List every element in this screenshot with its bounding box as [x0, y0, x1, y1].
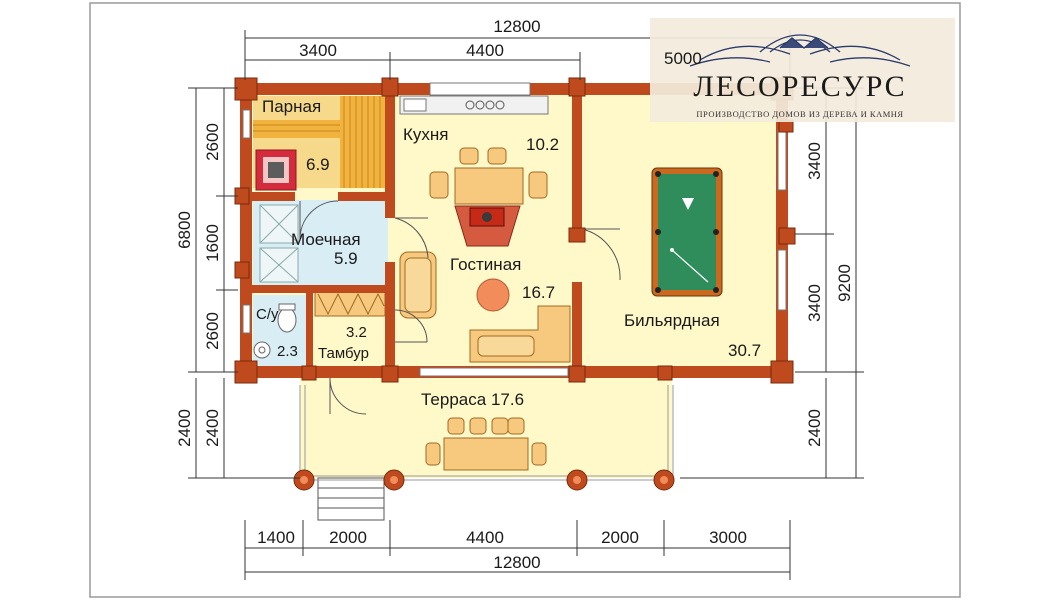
room-gostinaya-area: 16.7 [522, 283, 555, 302]
dim-left-1: 2600 [203, 123, 222, 161]
dim-top-total: 12800 [493, 17, 540, 36]
dim-left-terrace-inner: 2400 [203, 409, 222, 447]
logo-tagline: ПРОИЗВОДСТВО ДОМОВ ИЗ ДЕРЕВА И КАМНЯ [696, 109, 903, 119]
corner-sofa-icon [469, 305, 571, 363]
dim-right-total: 9200 [835, 264, 854, 302]
room-terrasa-area: 17.6 [491, 390, 524, 409]
room-moechnaya-area: 5.9 [334, 249, 358, 268]
dim-top-left: 3400 [299, 41, 337, 60]
logo-number: 5000 [664, 49, 702, 68]
room-terrasa-label: Терраса 17.6 [421, 390, 524, 409]
room-bilyardnaya-area: 30.7 [728, 341, 761, 360]
dim-bottom-total: 12800 [493, 553, 540, 572]
doors [299, 200, 621, 415]
room-su-name: С/у [256, 306, 279, 323]
dim-bottom-3: 4400 [466, 528, 504, 547]
log-corners [234, 77, 796, 384]
dim-bottom-2: 2000 [329, 528, 367, 547]
terrace-posts [293, 469, 675, 491]
dim-right-2: 3400 [805, 284, 824, 322]
room-parnaya-area: 6.9 [306, 155, 330, 174]
sauna-stove-icon [255, 149, 297, 191]
dim-right-1: 3400 [805, 142, 824, 180]
room-bilyardnaya-name: Бильярдная [624, 311, 720, 330]
dim-top-mid: 4400 [466, 41, 504, 60]
fireplace-icon [454, 205, 521, 247]
dim-bottom-4: 2000 [601, 528, 639, 547]
dim-left-terrace-outer: 2400 [175, 409, 194, 447]
room-moechnaya-name: Моечная [291, 230, 361, 249]
sink-icon [253, 341, 271, 359]
kitchen-counter [399, 95, 549, 115]
dim-bottom-1: 1400 [257, 528, 295, 547]
room-tambur-area: 3.2 [346, 324, 367, 341]
room-terrasa-name: Терраса [421, 390, 487, 409]
terrace-table-icon [425, 417, 547, 471]
room-kuhnya-name: Кухня [403, 125, 449, 144]
room-parnaya-name: Парная [262, 97, 321, 116]
logo-brand: ЛЕСОРЕСУРС [693, 70, 906, 103]
room-su-area: 2.3 [277, 343, 298, 360]
room-gostinaya-name: Гостиная [450, 255, 521, 274]
toilet-icon [277, 303, 297, 333]
dim-right-terrace: 2400 [805, 409, 824, 447]
shower-icon [259, 204, 299, 283]
sauna-shelves [253, 96, 388, 188]
entrance-steps [317, 477, 385, 521]
dim-left-2: 1600 [203, 224, 222, 262]
coffee-table-icon [476, 278, 510, 312]
dim-bottom-5: 3000 [709, 528, 747, 547]
sofa-icon [399, 251, 437, 319]
dim-left-total: 6800 [175, 211, 194, 249]
billiard-table-icon [651, 167, 723, 297]
room-kuhnya-area: 10.2 [526, 135, 559, 154]
logo-crest-icon [689, 34, 911, 67]
dim-left-3: 2600 [203, 312, 222, 350]
company-logo: 5000 ЛЕСОРЕСУРС ПРОИЗВОДСТВО ДОМОВ ИЗ ДЕ… [650, 18, 955, 122]
room-tambur-name: Тамбур [318, 345, 369, 362]
dining-table-icon [429, 147, 548, 205]
wardrobe-icon [314, 291, 386, 317]
terrace-railing [299, 385, 674, 481]
